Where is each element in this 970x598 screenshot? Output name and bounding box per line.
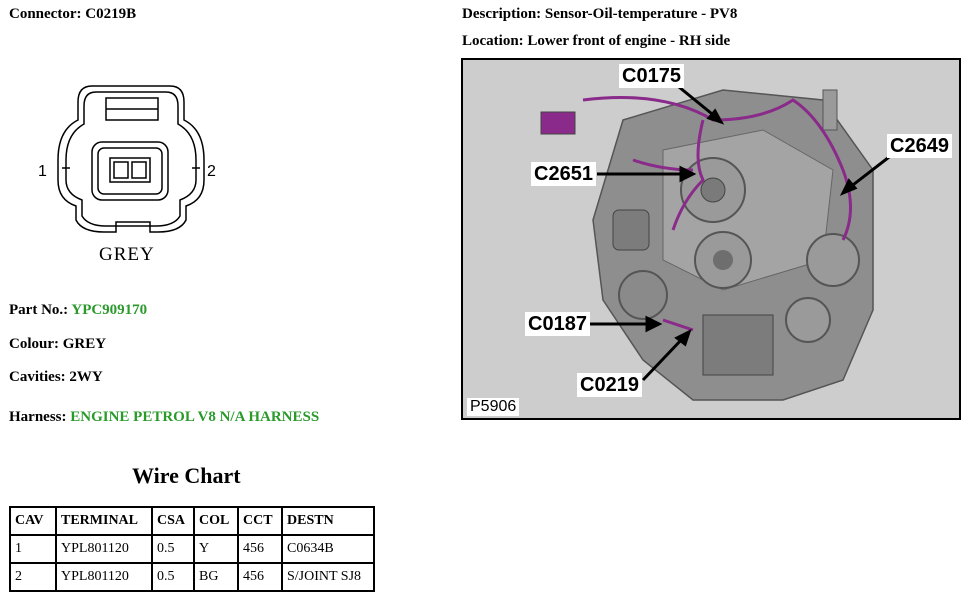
wire-chart-header-row: CAV TERMINAL CSA COL CCT DESTN [9,506,375,536]
wire-chart-title: Wire Chart [132,463,241,488]
connector-label: Connector: [9,6,82,22]
cavities-label: Cavities: [9,369,66,385]
cell-csa: 0.5 [151,534,195,564]
location-value: Lower front of engine - RH side [527,33,731,49]
connector-value: C0219B [85,6,137,22]
cavities-line: Cavities: 2WY [9,369,103,386]
table-row: 1 YPL801120 0.5 Y 456 C0634B [9,534,375,564]
part-number-label: Part No.: [9,302,69,318]
cell-csa: 0.5 [151,562,195,592]
colour-line: Colour: GREY [9,336,106,353]
connector-line: Connector: C0219B [9,6,136,23]
header-terminal: TERMINAL [55,506,153,536]
part-number-value: YPC909170 [71,302,148,318]
cell-cct: 456 [237,562,283,592]
harness-value: ENGINE PETROL V8 N/A HARNESS [70,409,320,425]
header-col: COL [193,506,239,536]
description-label: Description: [462,6,542,22]
connector-color-caption: GREY [99,244,155,265]
cavities-value: 2WY [69,369,103,385]
callout-c0187: C0187 [525,312,590,336]
cell-col: BG [193,562,239,592]
part-number-line: Part No.: YPC909170 [9,302,147,319]
colour-label: Colour: [9,336,59,352]
header-cav: CAV [9,506,57,536]
callout-c0175: C0175 [619,64,684,88]
cell-terminal: YPL801120 [55,534,153,564]
pin-1-label: 1 [38,163,47,180]
header-csa: CSA [151,506,195,536]
description-value: Sensor-Oil-temperature - PV8 [544,6,738,22]
table-row: 2 YPL801120 0.5 BG 456 S/JOINT SJ8 [9,562,375,592]
callout-c2649: C2649 [887,134,952,158]
colour-value: GREY [62,336,107,352]
cell-cav: 1 [9,534,57,564]
harness-line: Harness: ENGINE PETROL V8 N/A HARNESS [9,409,319,426]
engine-illustration [463,60,959,418]
wire-chart-table: CAV TERMINAL CSA COL CCT DESTN 1 YPL8011… [9,506,375,592]
cell-cct: 456 [237,534,283,564]
cell-col: Y [193,534,239,564]
cell-destn: S/JOINT SJ8 [281,562,375,592]
header-destn: DESTN [281,506,375,536]
image-reference-label: P5906 [467,398,520,416]
cell-cav: 2 [9,562,57,592]
callout-c0219: C0219 [577,373,642,397]
header-cct: CCT [237,506,283,536]
cell-destn: C0634B [281,534,375,564]
harness-label: Harness: [9,409,67,425]
cell-terminal: YPL801120 [55,562,153,592]
location-label: Location: [462,33,524,49]
connector-face-diagram [57,85,205,233]
pin-2-label: 2 [207,163,216,180]
engine-location-image: C0175 C2651 C2649 C0187 C0219 P5906 [461,58,961,420]
description-line: Description: Sensor-Oil-temperature - PV… [462,6,737,23]
location-line: Location: Lower front of engine - RH sid… [462,33,730,50]
callout-c2651: C2651 [531,162,596,186]
